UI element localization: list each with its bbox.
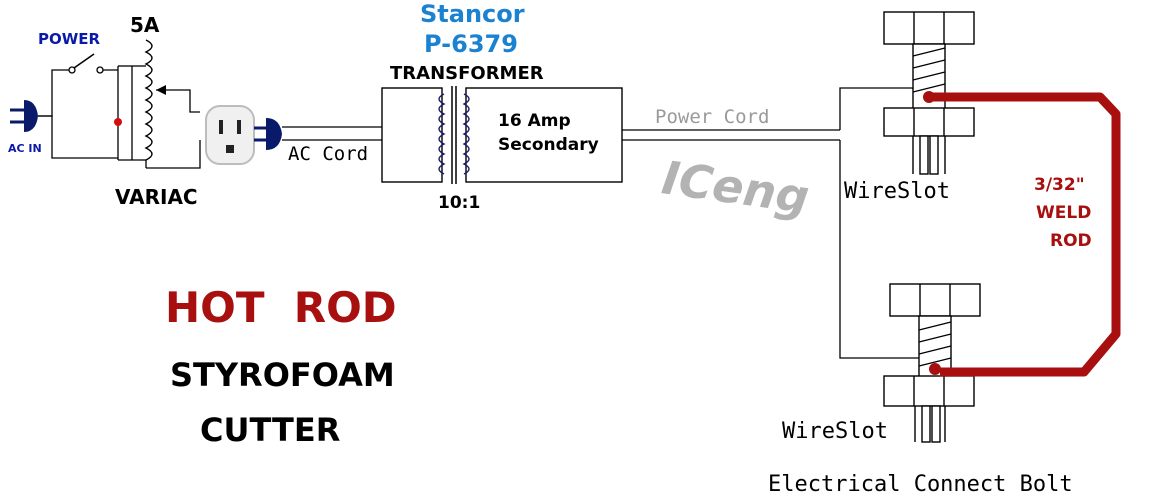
top-bolt-icon bbox=[883, 11, 975, 175]
title-line2: STYROFOAM bbox=[170, 356, 395, 394]
wireslot-bottom-label: WireSlot bbox=[782, 419, 888, 444]
ac-cord-label: AC Cord bbox=[288, 143, 368, 165]
input-wiring bbox=[38, 65, 146, 161]
watermark: ICeng bbox=[659, 150, 813, 224]
power-cord-label: Power Cord bbox=[655, 106, 769, 128]
weld-rod-line1: 3/32" bbox=[1034, 175, 1085, 195]
weld-rod-line2: WELD bbox=[1036, 203, 1091, 223]
ac-in-label: AC IN bbox=[8, 142, 42, 155]
power-label: POWER bbox=[38, 30, 101, 48]
secondary-line2: Secondary bbox=[498, 135, 599, 155]
wireslot-top-label: WireSlot bbox=[844, 179, 950, 204]
weld-rod-line3: ROD bbox=[1050, 231, 1092, 251]
outlet-icon bbox=[205, 105, 255, 165]
bottom-bolt-icon bbox=[883, 283, 981, 443]
title-line1: HOT ROD bbox=[165, 283, 397, 332]
ac-cord-plug-icon bbox=[254, 118, 282, 150]
ratio-label: 10:1 bbox=[438, 193, 480, 213]
bolt-label: Electrical Connect Bolt bbox=[768, 472, 1073, 497]
variac-label: VARIAC bbox=[115, 185, 198, 209]
weld-rod bbox=[932, 92, 1121, 377]
transformer-icon bbox=[381, 86, 623, 184]
power-switch-icon bbox=[68, 53, 104, 74]
ac-cord-wiring bbox=[282, 126, 382, 141]
ac-in-plug-icon bbox=[10, 100, 38, 132]
transformer-model: P-6379 bbox=[424, 30, 518, 58]
fuse-label: 5A bbox=[130, 13, 160, 37]
secondary-line1: 16 Amp bbox=[498, 111, 571, 131]
transformer-brand: Stancor bbox=[420, 0, 525, 28]
bottom-connection-point bbox=[929, 363, 941, 375]
title-line3: CUTTER bbox=[200, 411, 340, 449]
transformer-label: TRANSFORMER bbox=[390, 63, 544, 84]
variac-icon bbox=[114, 39, 201, 169]
